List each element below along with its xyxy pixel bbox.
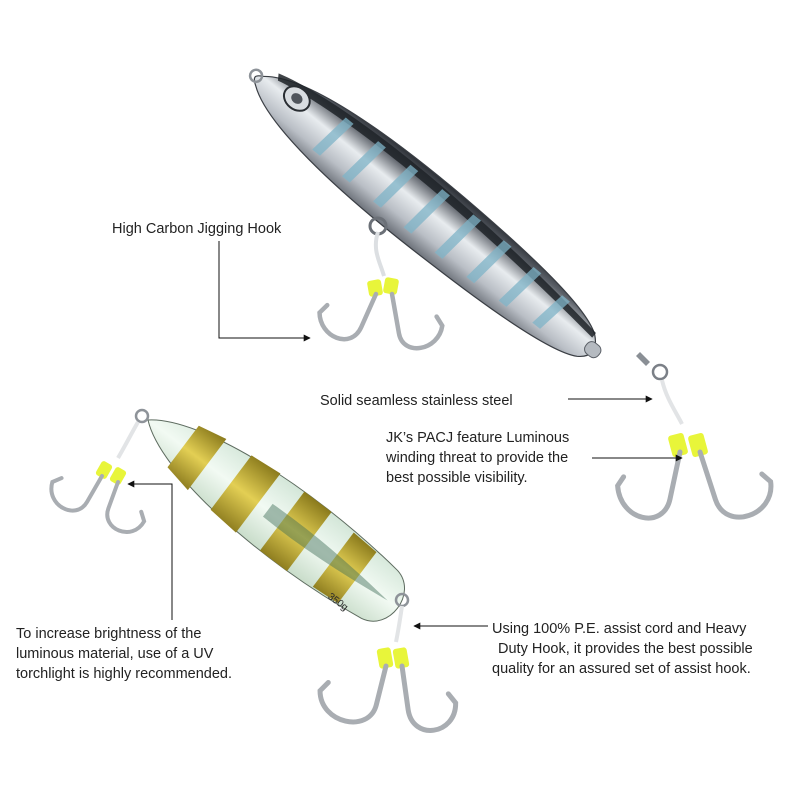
label-line: Using 100% P.E. assist cord and Heavy [492,621,747,637]
label-pe-assist-cord: Using 100% P.E. assist cord and Heavy Du… [492,619,753,679]
silver-stickbait-lure [248,68,669,381]
label-line: quality for an assured set of assist hoo… [492,661,751,677]
label-line: To increase brightness of the [16,626,202,642]
belly-assist-hook [317,231,445,351]
rear-jig-assist-hook [317,605,459,733]
label-line: luminous material, use of a UV [16,646,214,662]
label-line: High Carbon Jigging Hook [112,221,282,237]
tail-assist-hook [615,379,774,521]
label-luminous-winding: JK’s PACJ feature Luminous winding threa… [386,428,569,488]
label-line: JK’s PACJ feature Luminous [386,430,570,446]
label-line: torchlight is highly recommended. [16,666,232,682]
label-line: winding threat to provide the [386,450,569,466]
label-line: best possible visibility. [386,470,528,486]
label-line: Solid seamless stainless steel [320,393,513,409]
label-uv-torchlight: To increase brightness of the luminous m… [16,624,232,684]
gold-glow-jig-lure: 350g [134,408,410,622]
label-line: Duty Hook, it provides the best possible [498,641,753,657]
label-stainless-steel: Solid seamless stainless steel [320,391,513,411]
label-high-carbon-hook: High Carbon Jigging Hook [112,219,281,239]
arrow-uv [127,480,173,620]
arrow-hook [218,241,311,342]
callout-arrows [127,241,683,630]
front-jig-assist-hook [49,421,147,534]
